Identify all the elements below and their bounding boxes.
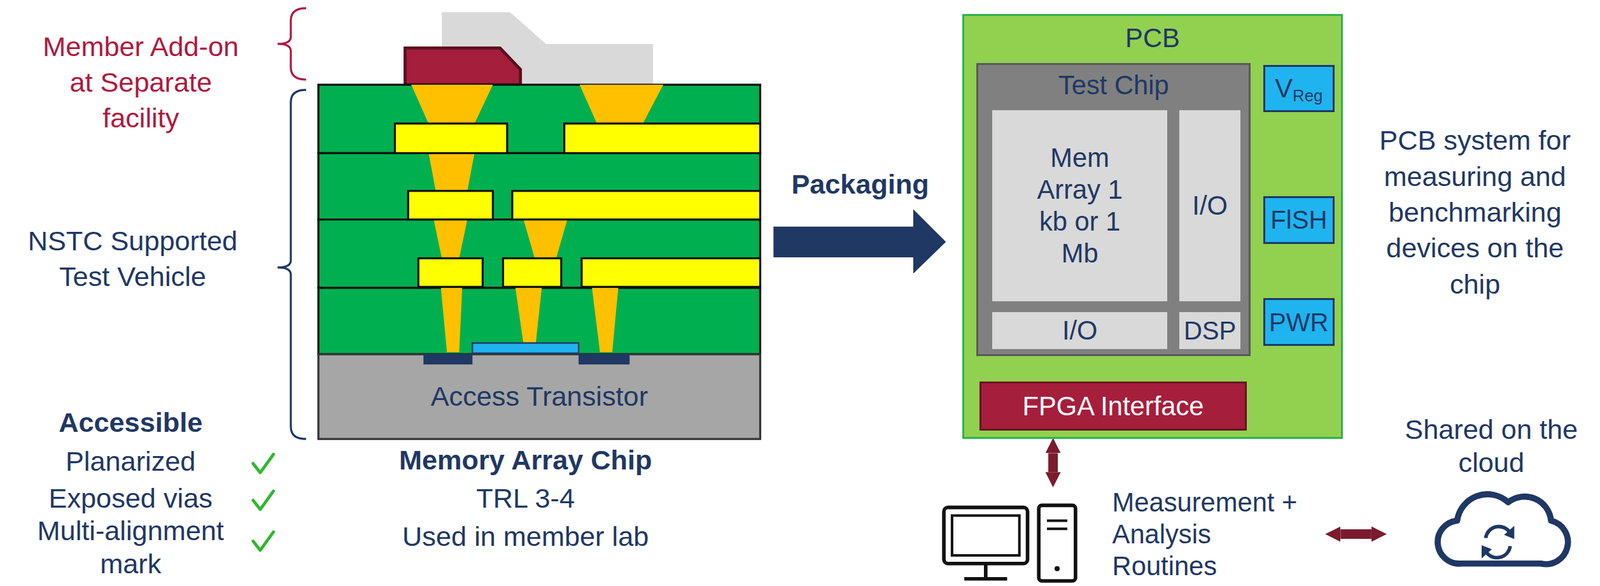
via: [441, 286, 463, 352]
chip-note: Used in member lab: [372, 518, 679, 554]
computer-icon: [943, 504, 1076, 581]
node-text: PCB: [1125, 22, 1180, 55]
cloud-outline: [1437, 493, 1569, 564]
list-item: Exposed vias: [8, 479, 254, 516]
via: [591, 286, 619, 352]
screen: [952, 514, 1020, 555]
bracket-label: NSTC Supported Test Vehicle: [15, 222, 251, 295]
double-arrow: [1340, 528, 1372, 539]
metal-bar: [407, 190, 493, 220]
node-text: I/O: [1062, 314, 1098, 347]
double-arrow: [1048, 452, 1058, 472]
chip-note: TRL 3-4: [372, 479, 679, 516]
metal-bar: [418, 258, 483, 288]
drive-slot: [1046, 526, 1068, 530]
dsp-block: DSP: [1177, 309, 1243, 351]
source-contact: [423, 353, 473, 365]
cloud-icon: [1437, 493, 1569, 564]
checkmarks: [253, 453, 274, 550]
list-heading: Accessible: [8, 404, 254, 440]
metal-bar: [394, 123, 507, 153]
analysis-station: Measurement + Analysis Routines: [933, 485, 1327, 582]
node-text: FPGA Interface: [1022, 390, 1205, 422]
io-block: I/O: [990, 309, 1170, 351]
via: [579, 84, 664, 124]
node-text: V: [1274, 72, 1293, 105]
metal-bar: [564, 123, 761, 153]
power-led: [1054, 565, 1060, 571]
node-text: DSP: [1183, 315, 1236, 346]
node-text: Mem Array 1 kb or 1 Mb: [1024, 141, 1135, 270]
note-text: Member Add-on at Separate facility: [33, 28, 249, 137]
drain-contact: [578, 353, 630, 365]
via: [433, 219, 468, 259]
fpga-interface: FPGA Interface: [979, 381, 1247, 431]
sync-arrow: [1485, 545, 1510, 557]
dielectric-layer: [318, 152, 760, 219]
list-item: Multi-alignment mark: [18, 514, 244, 581]
memory-array: Mem Array 1 kb or 1 Mb: [990, 108, 1170, 303]
metal-lines: [394, 123, 760, 287]
node-text: Test Chip: [1058, 69, 1170, 102]
test-chip: Test ChipMem Array 1 kb or 1 Mb I/O I/O DSP: [976, 63, 1251, 356]
subscript-text: Reg: [1292, 85, 1323, 106]
voltage-regulator: VReg: [1263, 64, 1335, 113]
dielectric-layer: [318, 84, 760, 153]
stand: [983, 563, 988, 578]
stand-base: [964, 576, 1007, 581]
list-item: Planarized: [8, 442, 254, 479]
node-text: FlSH: [1270, 204, 1327, 235]
substrate: [318, 353, 760, 439]
sync-arrow: [1485, 526, 1510, 538]
node-text: Measurement + Analysis Routines: [1112, 486, 1317, 582]
bracket: [277, 8, 307, 80]
node-text: PWR: [1269, 306, 1329, 338]
bracket: [277, 89, 307, 439]
chip-title: Memory Array Chip: [372, 441, 679, 478]
checkmark: [253, 531, 274, 550]
cloud-storage: Shared on the cloud: [1385, 413, 1598, 577]
drive-slot: [1046, 518, 1068, 522]
flash-block: FlSH: [1263, 196, 1335, 244]
sync-arrowhead: [1481, 544, 1492, 559]
arrow-label: Packaging: [773, 166, 948, 202]
checkmark: [253, 453, 274, 473]
description-text: PCB system for measuring and benchmarkin…: [1365, 122, 1585, 302]
gate: [472, 343, 579, 354]
via: [411, 84, 493, 124]
member-add-on: [405, 47, 521, 85]
dielectric-layer: [318, 219, 760, 288]
via: [428, 152, 475, 191]
tower: [1038, 504, 1076, 581]
node-text: Access Transistor: [430, 379, 648, 414]
substrate-band: Access Transistor: [318, 353, 760, 439]
metal-bar: [502, 258, 561, 288]
metal-bar: [512, 190, 761, 220]
checkmark: [253, 490, 274, 510]
packaging-arrow: [773, 209, 946, 274]
node-text: Shared on the cloud: [1389, 413, 1594, 480]
via: [523, 219, 568, 259]
power-block: PWR: [1263, 297, 1335, 346]
pcb-board: PCB Test ChipMem Array 1 kb or 1 Mb I/O I/O…: [962, 14, 1343, 439]
monitor: [943, 507, 1028, 564]
node-text: I/O: [1192, 189, 1228, 222]
io-block: I/O: [1177, 108, 1243, 303]
sync-arrowhead: [1503, 525, 1515, 539]
via: [515, 286, 543, 344]
metal-bar: [581, 258, 761, 288]
